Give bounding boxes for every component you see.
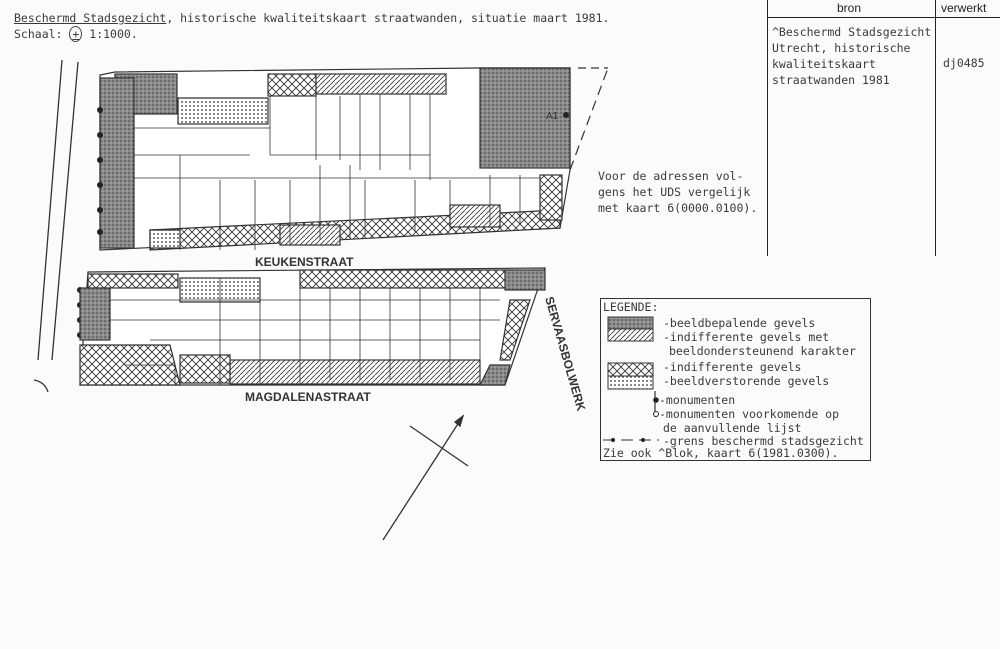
- legend-item: de aanvullende lijst: [663, 421, 802, 435]
- scale-label: Schaal:: [14, 27, 63, 41]
- monument-list-icon: [653, 411, 659, 417]
- bron-cell: ^Beschermd Stadsgezicht Utrecht, histori…: [772, 24, 931, 88]
- legend-item: -indifferente gevels met: [663, 330, 830, 344]
- verwerkt-cell: dj0485: [943, 56, 985, 70]
- title-underlined: Beschermd Stadsgezicht: [14, 11, 167, 25]
- scale-symbol: +: [69, 26, 83, 42]
- swatch-beeldverstorend: [607, 375, 654, 390]
- street-label-keukenstraat: KEUKENSTRAAT: [255, 255, 354, 269]
- note-line: Voor de adressen vol-: [598, 169, 744, 183]
- monument-icon: [653, 397, 659, 403]
- marker-label: A1: [546, 111, 559, 122]
- legend-footer: Zie ook ^Blok, kaart 6(1981.0300).: [603, 446, 839, 460]
- bron-line: straatwanden 1981: [772, 73, 890, 87]
- north-arrow-icon: [382, 414, 469, 541]
- swatch-beeldbepalend: [607, 316, 654, 330]
- legend: LEGENDE: -beeldbepalende gevels -indiffe…: [600, 298, 871, 461]
- legend-item: -monumenten voorkomende op: [659, 407, 840, 421]
- title-rest: , historische kwaliteitskaart straatwand…: [166, 11, 610, 25]
- table-divider: [767, 0, 768, 256]
- legend-item: beeldondersteunend karakter: [669, 344, 856, 358]
- street-label-magdalenastraat: MAGDALENASTRAAT: [245, 390, 371, 404]
- legend-item: -monumenten: [659, 393, 736, 407]
- header-verwerkt: verwerkt: [941, 1, 987, 15]
- source-table: bron verwerkt ^Beschermd Stadsgezicht Ut…: [767, 0, 1000, 256]
- note-line: gens het UDS vergelijk: [598, 185, 751, 199]
- bron-line: Utrecht, historische: [772, 41, 911, 55]
- bron-line: kwaliteitskaart: [772, 57, 876, 71]
- header-bron: bron: [837, 1, 862, 15]
- bron-line: ^Beschermd Stadsgezicht: [772, 25, 932, 39]
- legend-item: -indifferente gevels: [663, 360, 802, 374]
- scale-value: 1:1000.: [89, 27, 138, 41]
- legend-title: LEGENDE:: [603, 300, 659, 314]
- swatch-beeldondersteunend: [607, 328, 654, 342]
- address-note: Voor de adressen vol- gens het UDS verge…: [598, 168, 757, 216]
- north-block: [99, 67, 609, 251]
- note-line: met kaart 6(0000.0100).: [598, 201, 758, 215]
- street-label-servaasbolwerk: SERVAASBOLWERK: [542, 295, 588, 413]
- south-block: [79, 267, 546, 386]
- street-edge-left: [33, 59, 79, 393]
- table-divider: [935, 0, 936, 256]
- document-title: Beschermd Stadsgezicht, historische kwal…: [14, 10, 609, 42]
- swatch-indifferent: [607, 362, 654, 377]
- legend-item: -beeldverstorende gevels: [663, 374, 830, 388]
- table-header-line: [767, 17, 1000, 18]
- legend-swatches: [603, 316, 659, 442]
- legend-item: -beeldbepalende gevels: [663, 316, 816, 330]
- legend-item: -grens beschermd stadsgezicht: [663, 434, 864, 448]
